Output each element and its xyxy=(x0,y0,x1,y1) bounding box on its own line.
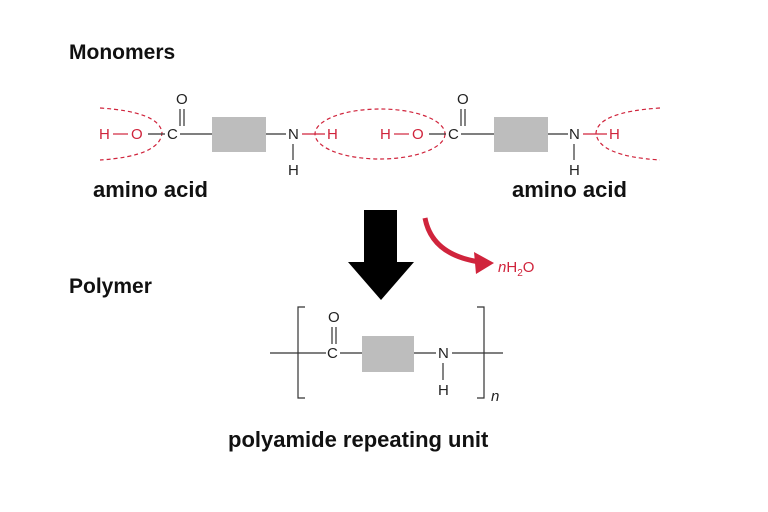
water-byproduct: nH2O xyxy=(422,217,534,279)
repeat-count-subscript: n xyxy=(491,388,499,405)
left-amino-acid-label: amino acid xyxy=(93,177,208,202)
right-r-group-block xyxy=(494,117,548,152)
right-amine-hydrogen-lower: H xyxy=(569,162,580,179)
left-carbonyl-carbon: C xyxy=(167,126,178,143)
polyamide-repeating-unit: C O N H n xyxy=(270,306,503,405)
water-arrowhead-icon xyxy=(474,252,494,274)
left-amino-acid: H O C O N H H xyxy=(99,91,446,179)
left-oh-hydrogen: H xyxy=(99,126,110,143)
polymer-amide-nitrogen: N xyxy=(438,345,449,362)
right-amine-nitrogen: N xyxy=(569,126,580,143)
polymer-amide-hydrogen: H xyxy=(438,382,449,399)
reaction-arrow-icon xyxy=(348,210,414,300)
right-carbonyl-oxygen: O xyxy=(457,91,469,108)
left-oh-oxygen: O xyxy=(131,126,143,143)
polymer-r-group-block xyxy=(362,336,414,372)
left-amine-nitrogen: N xyxy=(288,126,299,143)
left-carbonyl-oxygen: O xyxy=(176,91,188,108)
left-amine-hydrogen-lower: H xyxy=(288,162,299,179)
right-oh-hydrogen: H xyxy=(380,126,391,143)
water-curved-arrow-icon xyxy=(422,217,481,265)
right-oh-oxygen: O xyxy=(412,126,424,143)
right-carbonyl-carbon: C xyxy=(448,126,459,143)
monomers-heading: Monomers xyxy=(69,41,175,64)
left-oh-removal-oval xyxy=(99,107,163,161)
right-amino-acid: H O C O N H H xyxy=(380,91,661,179)
repeating-unit-label: polyamide repeating unit xyxy=(228,427,489,452)
water-formula: nH2O xyxy=(498,259,534,279)
left-amine-hydrogen-removed: H xyxy=(327,126,338,143)
right-nh-removal-oval xyxy=(595,107,661,161)
polymer-carbonyl-carbon: C xyxy=(327,345,338,362)
right-amino-acid-label: amino acid xyxy=(512,177,627,202)
polymer-carbonyl-oxygen: O xyxy=(328,309,340,326)
right-amine-hydrogen-removed: H xyxy=(609,126,620,143)
polymer-heading: Polymer xyxy=(69,275,152,298)
left-r-group-block xyxy=(212,117,266,152)
